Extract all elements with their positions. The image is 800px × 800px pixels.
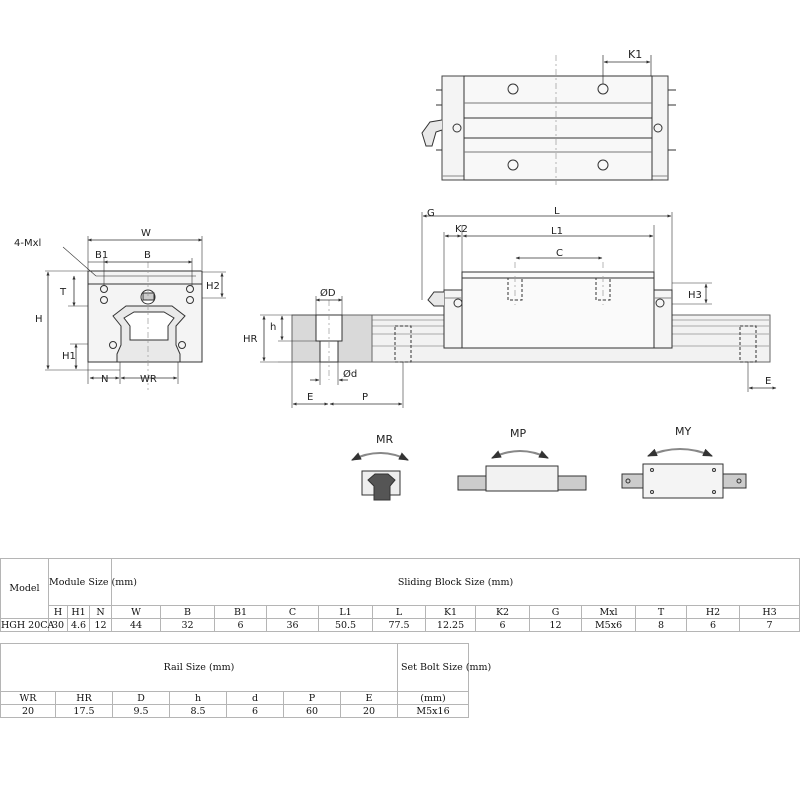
column-header: HR [55, 691, 113, 705]
column-header: E [339, 691, 399, 705]
sliding-block-size-table: Model Module Size (mm) Sliding Block Siz… [0, 558, 800, 632]
value-cell: 8.5 [169, 704, 227, 718]
value-cell: 12 [529, 618, 583, 632]
label-l1: L1 [551, 226, 563, 237]
label-hr: HR [243, 334, 258, 345]
column-header: Mxl [581, 605, 637, 619]
column-header: H2 [686, 605, 741, 619]
column-header: B [160, 605, 216, 619]
label-phi-d-lower: Ød [343, 368, 357, 380]
column-header: B1 [214, 605, 268, 619]
label-b: B [144, 250, 151, 261]
column-header: D [112, 691, 170, 705]
value-cell: 36 [266, 618, 320, 632]
value-cell: 12.25 [425, 618, 477, 632]
value-cell: 60 [283, 704, 341, 718]
value-cell: 44 [111, 618, 162, 632]
value-cell: 20 [0, 704, 56, 718]
column-header: G [529, 605, 583, 619]
column-header: K1 [425, 605, 477, 619]
column-header: P [283, 691, 341, 705]
label-h1: H1 [62, 351, 76, 362]
value-cell: 6 [214, 618, 268, 632]
label-mr: MR [376, 433, 393, 446]
value-cell: M5x6 [581, 618, 637, 632]
label-p: P [362, 392, 368, 403]
label-g: G [427, 208, 435, 219]
label-k2: K2 [455, 224, 468, 235]
column-header: K2 [475, 605, 531, 619]
label-phi-d-upper: ØD [320, 287, 336, 299]
model-cell: HGH 20CA [0, 618, 55, 632]
column-header: h [169, 691, 227, 705]
module-size-header: Module Size (mm) [47, 558, 137, 606]
label-h-lower: h [270, 322, 276, 333]
value-cell: 8 [635, 618, 688, 632]
value-cell: 4.6 [67, 618, 90, 632]
column-header: H3 [739, 605, 800, 619]
label-w: W [141, 228, 151, 239]
top-view [421, 55, 676, 185]
column-header: H [48, 605, 68, 619]
set-bolt-header: Set Bolt Size (mm) [397, 643, 491, 692]
label-mp: MP [510, 427, 526, 440]
label-b1: B1 [95, 250, 108, 261]
rail-size-table: Rail Size (mm) Set Bolt Size (mm) WR HR … [0, 643, 491, 718]
label-c: C [556, 248, 563, 259]
label-wr: WR [140, 374, 157, 385]
moment-my-figure [621, 448, 747, 499]
value-cell: 6 [475, 618, 531, 632]
end-view [45, 236, 226, 390]
table-row: 20 17.5 9.5 8.5 6 60 20 M5x16 [0, 704, 470, 718]
value-cell: 17.5 [55, 704, 113, 718]
column-header: W [111, 605, 162, 619]
value-cell: 6 [686, 618, 741, 632]
column-header: (mm) [397, 691, 470, 705]
column-header: H1 [67, 605, 90, 619]
value-cell: 6 [226, 704, 284, 718]
moment-mp-figure [457, 450, 587, 492]
label-my: MY [675, 425, 691, 438]
column-header: WR [0, 691, 56, 705]
column-header: L1 [318, 605, 374, 619]
column-header: T [635, 605, 688, 619]
value-cell: 77.5 [372, 618, 427, 632]
label-l: L [554, 206, 560, 217]
model-header: Model [0, 558, 49, 619]
value-cell: 7 [739, 618, 800, 632]
label-k1: K1 [628, 48, 642, 61]
table-row: HGH 20CA 30 4.6 12 44 32 6 36 50.5 77.5 … [0, 618, 800, 632]
label-e: E [307, 392, 313, 403]
value-cell: M5x16 [397, 704, 470, 718]
label-e-right: E [765, 376, 771, 387]
value-cell: 50.5 [318, 618, 374, 632]
column-header: d [226, 691, 284, 705]
value-cell: 9.5 [112, 704, 170, 718]
column-header: N [88, 605, 113, 619]
value-cell: 12 [88, 618, 113, 632]
column-header: C [266, 605, 320, 619]
label-mxl: 4-Mxl [14, 238, 41, 249]
sliding-block-size-header: Sliding Block Size (mm) [111, 558, 800, 606]
label-h2: H2 [206, 281, 220, 292]
label-n: N [101, 374, 108, 385]
value-cell: 32 [160, 618, 216, 632]
side-view [260, 212, 777, 408]
column-header: L [372, 605, 427, 619]
value-cell: 20 [339, 704, 399, 718]
value-cell: 30 [48, 618, 68, 632]
moment-mr-figure [351, 452, 409, 501]
label-t: T [59, 287, 67, 298]
linear-guide-technical-drawing: K1 [14, 48, 777, 501]
rail-size-header: Rail Size (mm) [0, 643, 399, 692]
label-h: H [35, 314, 43, 325]
label-h3: H3 [688, 290, 702, 301]
